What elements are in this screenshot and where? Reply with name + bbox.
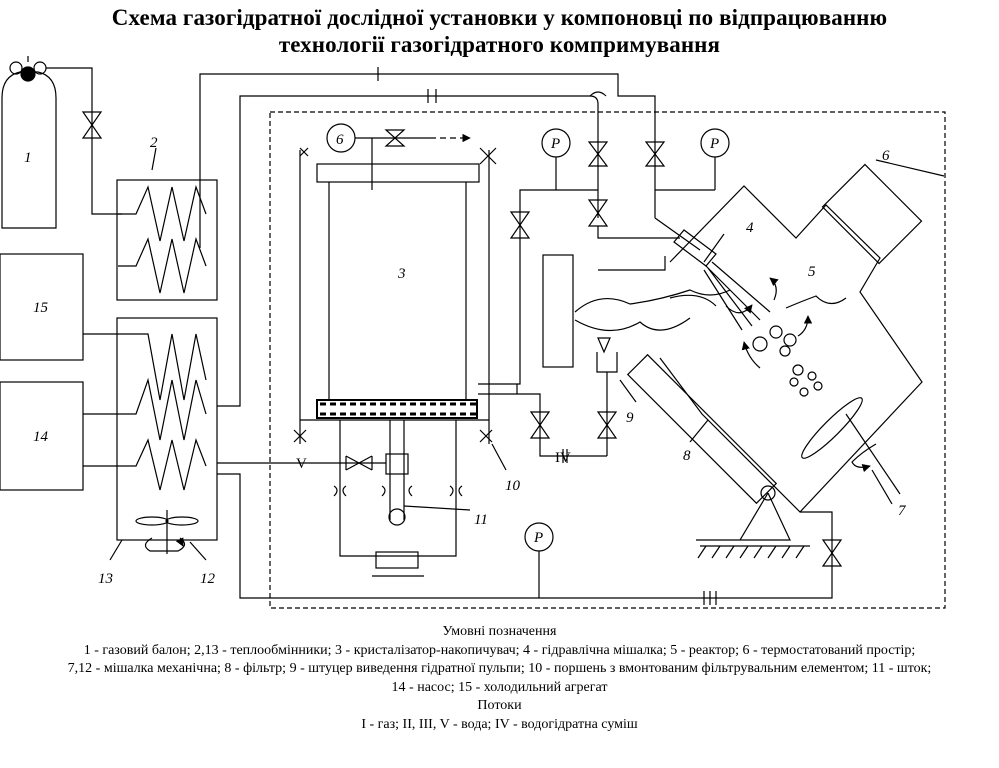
label-7: 7: [898, 503, 907, 519]
pressure-gauge-left: [541, 128, 571, 190]
filter-8: [626, 353, 810, 559]
heat-exchanger-2: [116, 179, 218, 301]
title-line-1: Схема газогідратної дослідної установки …: [111, 5, 888, 30]
gas-cylinder: [1, 56, 57, 229]
thermostatted-space: [269, 111, 946, 609]
label-14: 14: [33, 429, 49, 445]
label-1: 1: [24, 150, 32, 166]
gauge-label-left: P: [550, 136, 560, 152]
flows-line: I - газ; II, III, V - вода; IV - водогід…: [361, 716, 638, 732]
pump-14: [0, 381, 84, 491]
diagram-title: Схема газогідратної дослідної установки …: [0, 4, 999, 58]
piston-stem-11: [333, 420, 463, 577]
label-10: 10: [505, 478, 521, 494]
label-2: 2: [150, 135, 158, 151]
valve-bypass: [509, 211, 531, 239]
gauge-label-right: P: [709, 136, 719, 152]
gauge-label-bottom: P: [533, 530, 543, 546]
valve-V: [345, 455, 373, 471]
heat-exchanger-13: [116, 317, 218, 541]
label-8: 8: [683, 448, 691, 464]
hydraulic-mixer-4: [654, 217, 771, 331]
valve-gas-upper: [587, 141, 609, 167]
process-diagram: 1 2 3 4 5 6 6 7 8 9 10 11 12 13 14 15 P …: [0, 56, 946, 609]
reactor-5: [659, 185, 923, 513]
flows-heading: Потоки: [477, 698, 522, 713]
pulp-outlet-9: [517, 254, 618, 457]
label-15: 15: [33, 300, 49, 316]
legend-line-3: 14 - насос; 15 - холодильний агрегат: [391, 679, 608, 695]
stream-I-line: [199, 73, 656, 234]
pressure-gauge-bottom: [524, 522, 554, 598]
pressure-indicator-6: [326, 123, 471, 190]
valve-gas-cylinder: [81, 111, 103, 139]
mechanical-mixer-12: [135, 510, 199, 554]
legend-heading: Умовні позначення: [442, 624, 557, 639]
valve-III: [821, 539, 843, 567]
valve-water: [644, 141, 666, 167]
label-6b: 6: [882, 148, 890, 164]
legend: Умовні позначення 1 - газовий балон; 2,1…: [0, 623, 999, 734]
cooling-unit-15: [0, 253, 84, 361]
title-line-2: технології газогідратного компримування: [278, 32, 721, 57]
crystallizer-3: [293, 147, 518, 444]
label-13: 13: [98, 571, 113, 587]
stream-label-V: V: [296, 456, 307, 472]
label-12: 12: [200, 571, 216, 587]
mechanical-mixer-7: [801, 397, 901, 495]
stream-II-line: [217, 95, 599, 407]
pressure-gauge-right: [655, 128, 730, 191]
valve-IV-right: [596, 411, 618, 439]
stream-III-line: [217, 473, 833, 599]
label-3: 3: [397, 266, 406, 282]
valve-gas-lower: [587, 199, 609, 227]
label-6: 6: [336, 132, 344, 148]
label-4: 4: [746, 220, 754, 236]
label-11: 11: [474, 512, 488, 528]
legend-line-2: 7,12 - мішалка механічна; 8 - фільтр; 9 …: [67, 661, 932, 676]
stream-label-IV: IV: [555, 450, 571, 466]
gas-line-cylinder: [46, 67, 122, 215]
reactor-bubbles: [752, 325, 823, 397]
valve-IV-left: [529, 411, 551, 439]
label-9: 9: [626, 410, 634, 426]
legend-line-1: 1 - газовий балон; 2,13 - теплообмінники…: [83, 642, 916, 658]
label-5: 5: [808, 264, 816, 280]
